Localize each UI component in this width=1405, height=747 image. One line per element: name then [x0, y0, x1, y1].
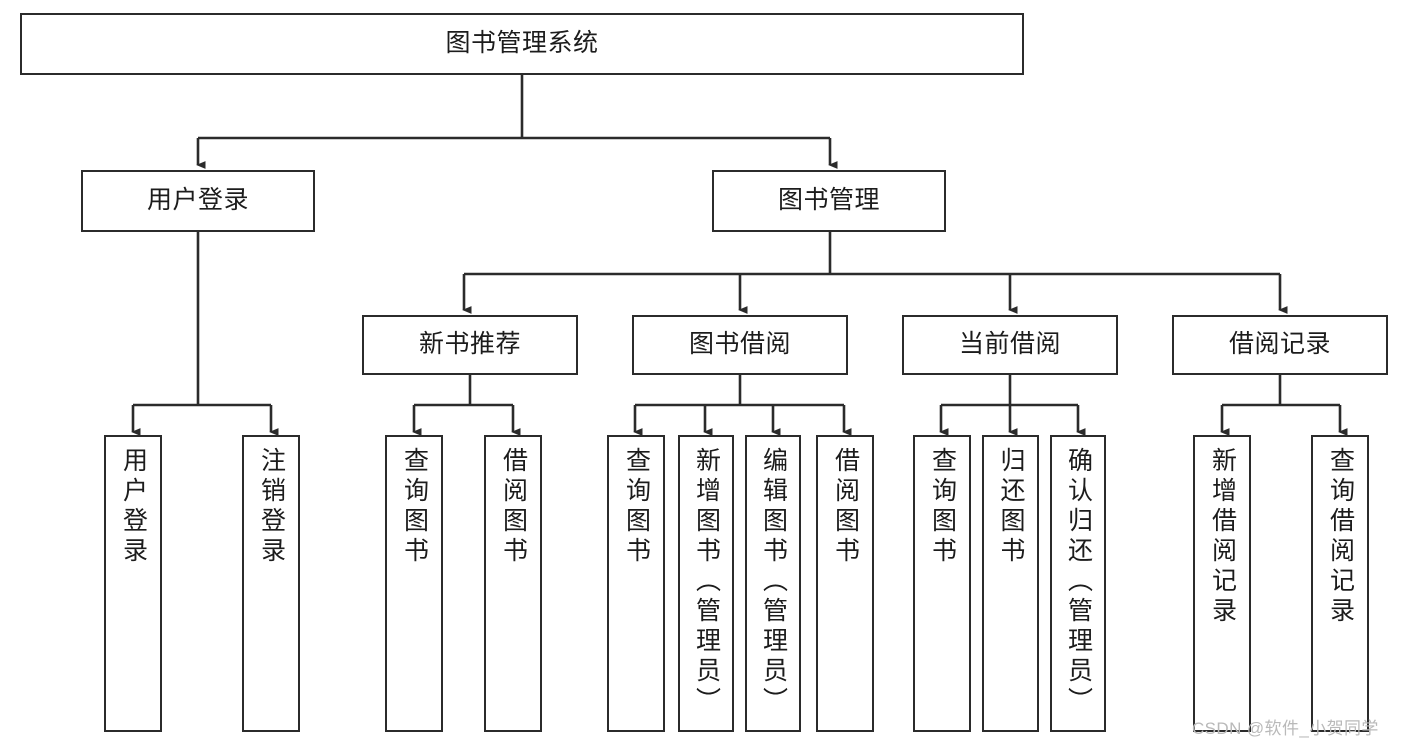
node-label: 用户登录	[119, 447, 148, 567]
node-label: 用户登录	[146, 186, 249, 215]
node-label: 确认归还（管理员）	[1064, 447, 1093, 717]
node-label: 注销登录	[257, 447, 286, 567]
leaf-return-book[interactable]: 归还图书	[982, 435, 1039, 732]
node-borrow-record[interactable]: 借阅记录	[1172, 315, 1388, 375]
node-label: 查询图书	[928, 447, 957, 567]
node-new-book-recommend[interactable]: 新书推荐	[362, 315, 578, 375]
node-label: 新书推荐	[418, 330, 521, 359]
node-label: 查询图书	[622, 447, 651, 567]
node-label: 当前借阅	[958, 330, 1061, 359]
node-label: 查询借阅记录	[1326, 447, 1355, 627]
node-label: 借阅图书	[499, 447, 528, 567]
node-label: 借阅记录	[1228, 330, 1331, 359]
leaf-query-book-recommend[interactable]: 查询图书	[385, 435, 443, 732]
leaf-query-book-borrow[interactable]: 查询图书	[607, 435, 665, 732]
node-label: 图书管理系统	[445, 29, 599, 58]
node-label: 编辑图书（管理员）	[759, 447, 788, 717]
csdn-watermark: CSDN @软件_小贺同学	[1192, 719, 1379, 738]
leaf-borrow-book[interactable]: 借阅图书	[816, 435, 874, 732]
node-label: 新增借阅记录	[1208, 447, 1237, 627]
node-user-login[interactable]: 用户登录	[81, 170, 315, 232]
leaf-query-borrow-record[interactable]: 查询借阅记录	[1311, 435, 1369, 732]
node-current-borrow[interactable]: 当前借阅	[902, 315, 1118, 375]
node-label: 图书借阅	[688, 330, 791, 359]
leaf-edit-book-admin[interactable]: 编辑图书（管理员）	[745, 435, 801, 732]
node-label: 新增图书（管理员）	[692, 447, 721, 717]
leaf-user-logout[interactable]: 注销登录	[242, 435, 300, 732]
node-label: 归还图书	[997, 447, 1025, 567]
node-book-management[interactable]: 图书管理	[712, 170, 946, 232]
leaf-user-login[interactable]: 用户登录	[104, 435, 162, 732]
node-label: 借阅图书	[831, 447, 860, 567]
leaf-add-book-admin[interactable]: 新增图书（管理员）	[678, 435, 734, 732]
node-book-management-system[interactable]: 图书管理系统	[20, 13, 1024, 75]
leaf-add-borrow-record[interactable]: 新增借阅记录	[1193, 435, 1251, 732]
node-label: 图书管理	[777, 186, 880, 215]
leaf-query-book-current[interactable]: 查询图书	[913, 435, 971, 732]
leaf-confirm-return-admin[interactable]: 确认归还（管理员）	[1050, 435, 1106, 732]
leaf-borrow-book-recommend[interactable]: 借阅图书	[484, 435, 542, 732]
node-book-borrow[interactable]: 图书借阅	[632, 315, 848, 375]
node-label: 查询图书	[400, 447, 429, 567]
